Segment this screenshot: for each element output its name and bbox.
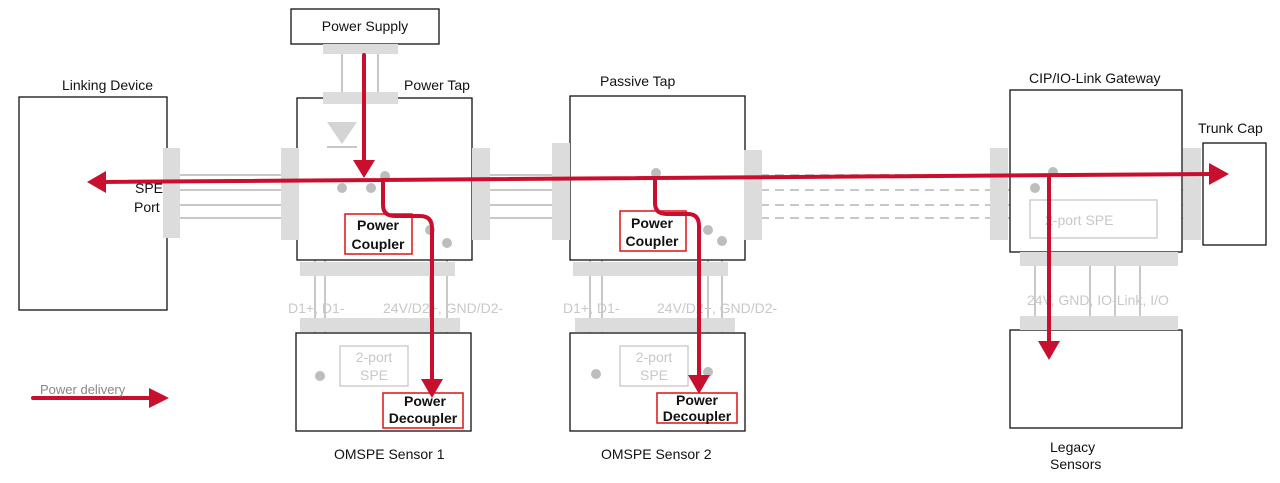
gateway-io-label: 24V, GND, IO-Link, I/O xyxy=(1027,292,1169,308)
power-decoupler-2-line1: Power xyxy=(676,392,719,408)
sensor2-label: OMSPE Sensor 2 xyxy=(601,446,712,462)
power-coupler-1-line1: Power xyxy=(357,217,400,233)
power-decoupler-1-line1: Power xyxy=(404,393,447,409)
power-tap-bottom-bar xyxy=(300,262,455,276)
power-decoupler-1-line2: Decoupler xyxy=(389,410,458,426)
linking-device-port xyxy=(163,148,180,238)
sensor2-top-bar xyxy=(575,318,735,332)
passive-tap-right-port xyxy=(744,150,762,240)
sensor1-top-bar xyxy=(300,318,460,332)
spe-port-label-line2: Port xyxy=(134,199,160,215)
power-tap-right-port xyxy=(472,148,490,240)
sensor1-spe-line2: SPE xyxy=(360,367,388,383)
legend: Power delivery xyxy=(31,382,169,408)
linking-device-box xyxy=(18,96,168,311)
arrowhead-down-supply xyxy=(353,160,375,178)
gateway-bottom-bar xyxy=(1020,252,1178,266)
passive-tap-left-port xyxy=(552,143,570,240)
power-coupler-2-line1: Power xyxy=(631,215,674,231)
sensor1-2port-spe xyxy=(339,345,409,387)
power-coupler-1 xyxy=(344,213,413,255)
legacy-top-bar xyxy=(1020,316,1178,330)
gateway-spe-label: 2-port SPE xyxy=(1045,212,1113,228)
arrowhead-left xyxy=(87,171,106,193)
legend-arrowhead xyxy=(149,388,169,408)
power-decoupler-2-line2: Decoupler xyxy=(663,408,732,424)
legacy-label-line2: Sensors xyxy=(1050,456,1101,472)
sensor1-pins-d1: D1+, D1- xyxy=(288,300,345,316)
sensor2-pins-24v: 24V/D2+, GND/D2- xyxy=(657,300,778,316)
gateway-right-port xyxy=(1183,148,1201,240)
passive-tap-label: Passive Tap xyxy=(600,73,675,89)
arrowhead-down-legacy xyxy=(1038,341,1060,360)
linking-device-label: Linking Device xyxy=(62,77,153,93)
power-supply-connector xyxy=(323,44,398,54)
arrowhead-down-sensor2 xyxy=(688,375,710,394)
sensor2-2port-spe xyxy=(619,345,689,387)
legacy-sensors-box xyxy=(1009,329,1183,429)
sensor1-pins-24v: 24V/D2+, GND/D2- xyxy=(383,300,504,316)
power-supply-label: Power Supply xyxy=(322,18,408,34)
gateway-label: CIP/IO-Link Gateway xyxy=(1029,70,1161,86)
power-decoupler-1 xyxy=(382,392,464,429)
arrowhead-right xyxy=(1209,163,1229,185)
gateway-box xyxy=(1009,89,1183,253)
trunk-cap-label: Trunk Cap xyxy=(1198,120,1263,136)
sensor2-spe-line2: SPE xyxy=(640,367,668,383)
legacy-label-line1: Legacy xyxy=(1050,439,1095,455)
power-coupler-1-line2: Coupler xyxy=(352,236,405,252)
gateway-spe-module xyxy=(1029,199,1158,239)
sensor2-spe-line1: 2-port xyxy=(636,349,673,365)
power-coupler-2-line2: Coupler xyxy=(626,233,679,249)
spe-port-label-line1: SPE xyxy=(135,180,163,196)
power-delivery-path xyxy=(87,53,1229,398)
power-decoupler-2 xyxy=(656,392,738,424)
power-coupler-2 xyxy=(619,210,687,252)
power-tap-top-connector xyxy=(323,92,398,104)
trunk-cap-box xyxy=(1202,142,1267,246)
power-tap-label: Power Tap xyxy=(404,77,470,93)
power-supply-box xyxy=(290,8,440,45)
sensor1-spe-line1: 2-port xyxy=(356,349,393,365)
arrowhead-down-sensor1 xyxy=(421,379,443,398)
sensor1-label: OMSPE Sensor 1 xyxy=(334,446,445,462)
legend-label: Power delivery xyxy=(40,382,126,397)
gateway-left-port xyxy=(990,148,1008,240)
power-tap-left-port xyxy=(281,148,299,240)
diode-icon xyxy=(327,122,357,144)
passive-tap-bottom-bar xyxy=(573,262,728,276)
sensor2-pins-d1: D1+, D1- xyxy=(563,300,620,316)
